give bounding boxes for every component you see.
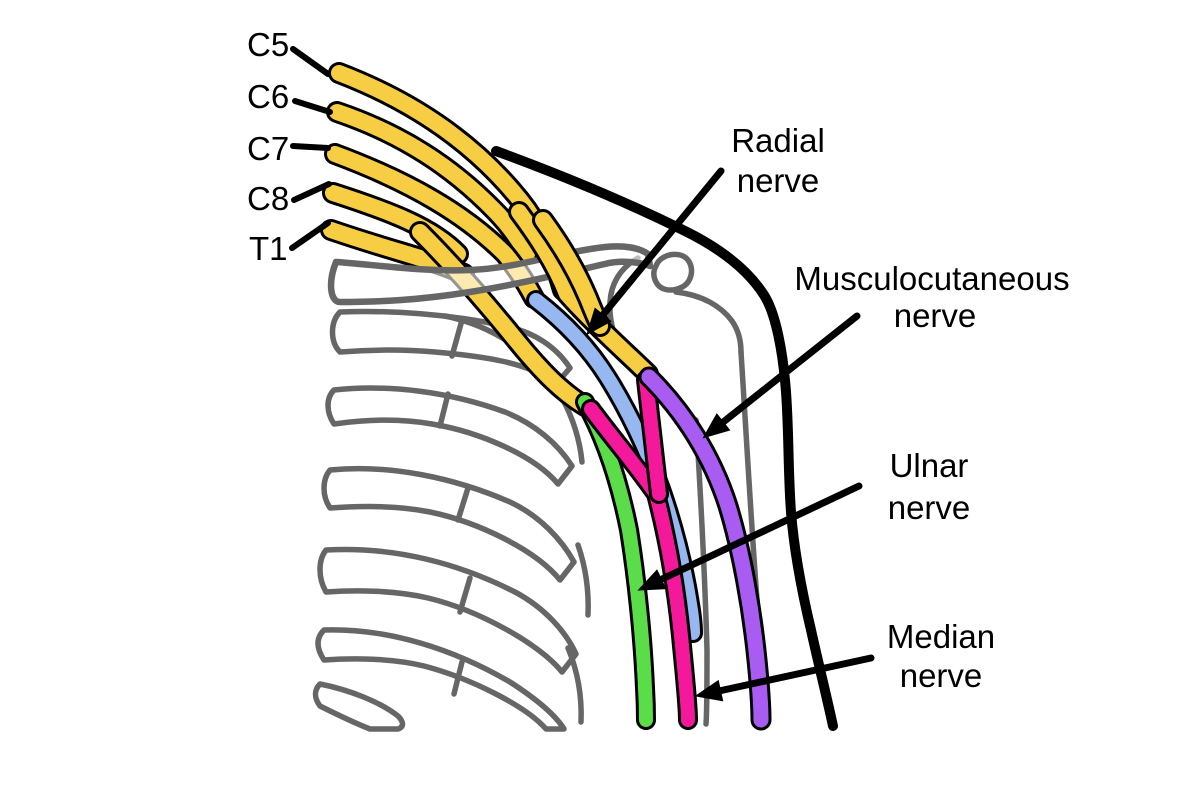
median-nerve-label-line1: Median bbox=[887, 618, 995, 655]
rib-end-arc bbox=[575, 542, 591, 618]
radial-nerve-label-line2: nerve bbox=[737, 162, 820, 199]
c7-tick-line bbox=[290, 143, 331, 151]
root-label-c7: C7 bbox=[247, 130, 289, 167]
lateral-cord bbox=[511, 204, 656, 382]
humeral-head-line bbox=[673, 289, 744, 355]
t1-tick-line bbox=[289, 220, 331, 251]
median-nerve-path bbox=[581, 370, 698, 730]
rib-3 bbox=[321, 465, 577, 583]
ulnar-nerve-arrow bbox=[637, 482, 863, 591]
rib-6 bbox=[312, 681, 406, 732]
rib-joint-line bbox=[449, 317, 465, 359]
labels: C5 C6 C7 C8 T1 Radial nerve Musculocutan… bbox=[247, 26, 1070, 694]
radial-nerve-arrow bbox=[586, 167, 725, 336]
rib-joint-line bbox=[457, 575, 473, 615]
musculocutaneous-nerve-label-line1: Musculocutaneous bbox=[794, 260, 1069, 297]
ulnar-nerve bbox=[578, 395, 653, 727]
rib-5 bbox=[315, 627, 567, 732]
root-label-t1: T1 bbox=[249, 230, 288, 267]
root-c8 bbox=[325, 185, 466, 262]
radial-nerve-label-line1: Radial bbox=[731, 122, 825, 159]
rib-joint-line bbox=[451, 659, 465, 697]
root-tick-lines bbox=[289, 46, 333, 251]
rib-joint-line bbox=[455, 485, 471, 523]
median-nerve-label-line2: nerve bbox=[900, 657, 983, 694]
root-c6 bbox=[329, 104, 535, 262]
median-nerve-arrow bbox=[694, 654, 875, 702]
ulnar-nerve-label-line1: Ulnar bbox=[890, 447, 969, 484]
ulnar-nerve-path bbox=[575, 392, 656, 730]
humerus-medial-edge bbox=[693, 417, 710, 727]
annotation-arrows bbox=[586, 167, 875, 702]
rib-4 bbox=[317, 546, 579, 675]
ulnar-nerve-label-line2: nerve bbox=[888, 489, 971, 526]
median-nerve-medial-root bbox=[584, 402, 695, 727]
root-label-c5: C5 bbox=[247, 26, 289, 63]
medial-cord bbox=[412, 224, 593, 414]
coracoid-process bbox=[651, 251, 695, 293]
root-label-c8: C8 bbox=[247, 180, 289, 217]
rib-2 bbox=[325, 385, 575, 487]
musculocutaneous-nerve-label-line2: nerve bbox=[894, 297, 977, 334]
c5-tick-line bbox=[290, 46, 331, 77]
musculocutaneous-nerve-arrow bbox=[702, 312, 861, 439]
c6-tick-line bbox=[292, 98, 333, 115]
median-nerve-lateral-root bbox=[639, 373, 666, 501]
rib-end-arc bbox=[565, 645, 584, 725]
root-label-c6: C6 bbox=[247, 78, 289, 115]
rib-joint-line bbox=[437, 391, 451, 429]
c8-tick-line bbox=[291, 181, 332, 203]
